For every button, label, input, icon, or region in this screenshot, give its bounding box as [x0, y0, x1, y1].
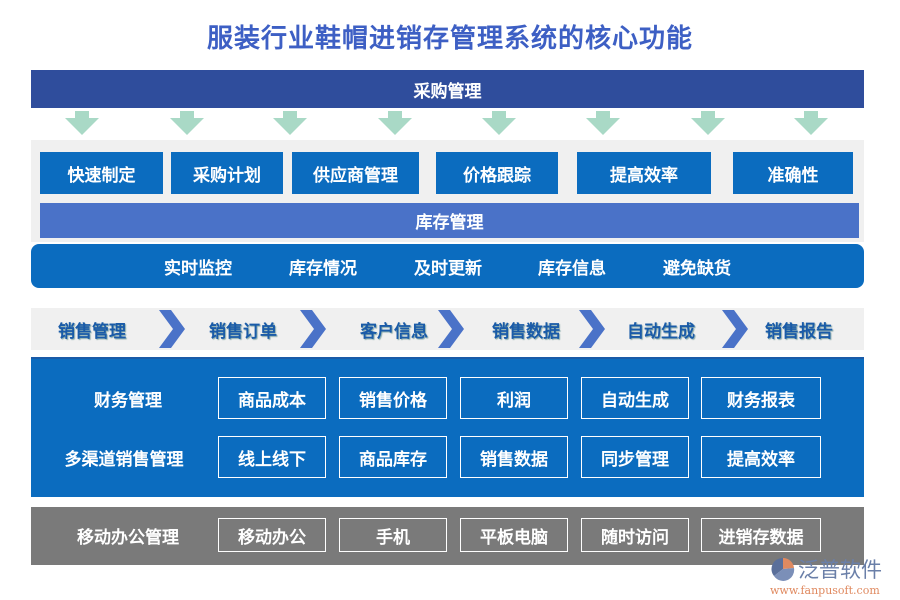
purchase-item: 价格跟踪	[436, 152, 558, 194]
purchase-item: 准确性	[733, 152, 853, 194]
purchase-item: 供应商管理	[292, 152, 419, 194]
finance-item: 销售价格	[339, 377, 447, 419]
inventory-item: 库存情况	[289, 258, 357, 279]
chevron-right-icon	[722, 310, 748, 348]
finance-item: 商品成本	[218, 377, 326, 419]
multichannel-item: 商品库存	[339, 436, 447, 478]
down-arrow-icon	[378, 111, 412, 135]
chevron-right-icon	[579, 310, 605, 348]
mobile-item: 随时访问	[581, 518, 689, 552]
mobile-label: 移动办公管理	[77, 527, 179, 548]
multichannel-item: 销售数据	[460, 436, 568, 478]
down-arrow-icon	[482, 111, 516, 135]
chevron-right-icon	[159, 310, 185, 348]
finance-item: 自动生成	[581, 377, 689, 419]
inventory-item: 库存信息	[538, 258, 606, 279]
finance-label: 财务管理	[94, 390, 162, 411]
sales-step: 销售订单	[209, 321, 277, 342]
mobile-item: 移动办公	[218, 518, 326, 552]
inventory-item: 避免缺货	[663, 258, 731, 279]
inventory-item: 及时更新	[414, 258, 482, 279]
finance-panel	[31, 357, 864, 497]
logo-mark-icon	[771, 557, 795, 581]
down-arrow-icon	[273, 111, 307, 135]
chevron-right-icon	[438, 310, 464, 348]
fanpusoft-logo: 泛普软件 www.fanpusoft.com	[770, 552, 895, 600]
sales-step: 销售报告	[765, 321, 833, 342]
inventory-item: 实时监控	[164, 258, 232, 279]
mobile-item: 手机	[339, 518, 447, 552]
sales-step: 自动生成	[627, 321, 695, 342]
down-arrow-icon	[691, 111, 725, 135]
page-title: 服装行业鞋帽进销存管理系统的核心功能	[206, 24, 693, 54]
mobile-item: 平板电脑	[460, 518, 568, 552]
mobile-item: 进销存数据	[701, 518, 821, 552]
down-arrow-icon	[586, 111, 620, 135]
purchase-item: 采购计划	[171, 152, 283, 194]
purchase-item: 提高效率	[577, 152, 711, 194]
purchase-item: 快速制定	[40, 152, 163, 194]
chevron-right-icon	[300, 310, 326, 348]
mobile-panel	[31, 507, 864, 565]
down-arrow-icon	[170, 111, 204, 135]
inventory-bar	[31, 244, 864, 288]
purchase-header: 采购管理	[31, 70, 864, 108]
down-arrow-icon	[794, 111, 828, 135]
finance-item: 利润	[460, 377, 568, 419]
inventory-header: 库存管理	[40, 203, 859, 238]
down-arrow-icon	[65, 111, 99, 135]
sales-step: 销售数据	[492, 321, 560, 342]
multichannel-item: 提高效率	[701, 436, 821, 478]
logo-name: 泛普软件	[798, 558, 882, 582]
multichannel-item: 线上线下	[218, 436, 326, 478]
sales-step: 销售管理	[58, 321, 126, 342]
finance-item: 财务报表	[701, 377, 821, 419]
sales-step: 客户信息	[360, 321, 428, 342]
multichannel-label: 多渠道销售管理	[64, 449, 184, 470]
multichannel-item: 同步管理	[581, 436, 689, 478]
logo-url: www.fanpusoft.com	[770, 584, 880, 597]
